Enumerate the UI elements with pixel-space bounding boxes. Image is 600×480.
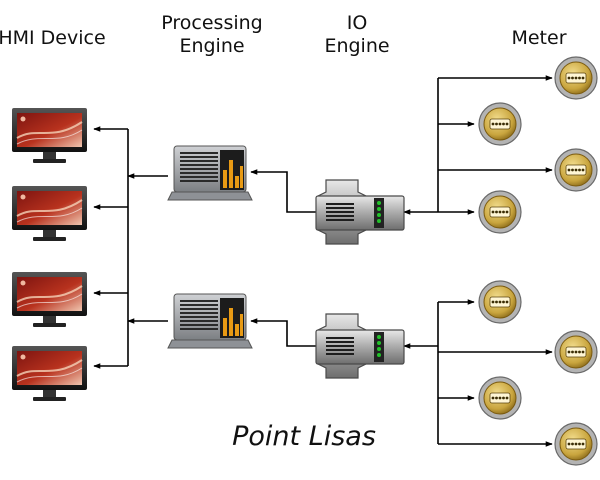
header-meter: Meter	[511, 27, 566, 49]
processing-engine-server-icon	[167, 145, 253, 201]
header-processing-line2: Engine	[179, 35, 244, 57]
header-io-line2: Engine	[324, 35, 389, 57]
meter-gauge-icon	[554, 148, 598, 192]
header-io-line1: IO	[347, 12, 368, 34]
meter-gauge-icon	[554, 330, 598, 374]
meter-gauge-icon	[478, 280, 522, 324]
hmi-device-monitor-icon	[12, 108, 87, 163]
meter-gauge-icon	[478, 102, 522, 146]
header-processing-line1: Processing	[161, 12, 262, 34]
processing-engine-server-icon	[167, 293, 253, 349]
meter-gauge-icon	[478, 376, 522, 420]
meter-gauge-icon	[554, 422, 598, 466]
hmi-device-monitor-icon	[12, 272, 87, 327]
hmi-device-monitor-icon	[12, 186, 87, 241]
diagram-caption: Point Lisas	[232, 421, 376, 452]
header-hmi-device: HMI Device	[0, 27, 106, 49]
io-engine-device-icon	[315, 313, 405, 379]
hmi-device-monitor-icon	[12, 346, 87, 401]
connectors	[93, 75, 553, 447]
io-engine-device-icon	[315, 179, 405, 245]
meter-gauge-icon	[478, 190, 522, 234]
meter-gauge-icon	[554, 56, 598, 100]
